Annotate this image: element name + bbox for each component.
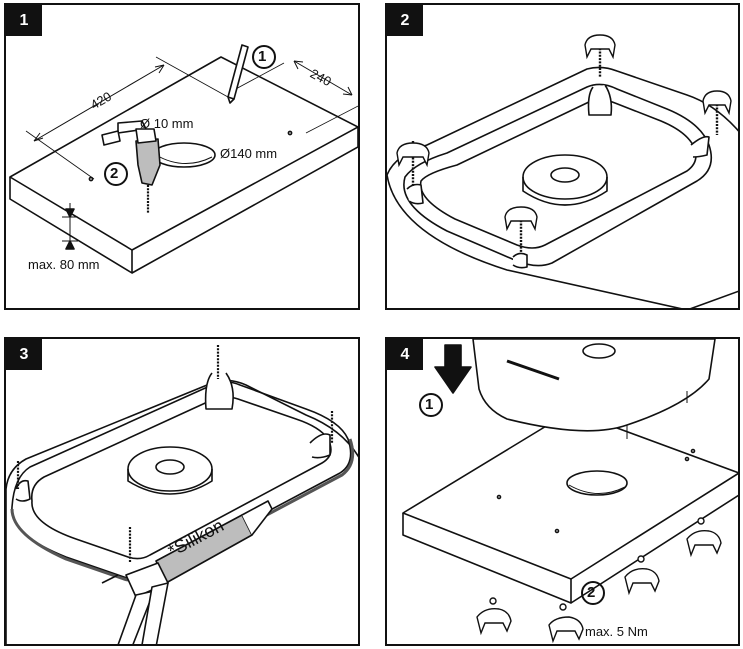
panel-number: 2 (387, 5, 423, 36)
mounting-lug (512, 252, 528, 269)
step-marker-2-text: 2 (587, 584, 596, 601)
mounting-clip (624, 555, 660, 596)
step-marker-1-text: 1 (258, 48, 267, 65)
panel-4: 4 (385, 337, 740, 646)
step-marker-1-text: 1 (425, 396, 434, 413)
step-marker-2-text: 2 (110, 165, 119, 182)
step-marker-2 (104, 162, 128, 186)
panel-3: 3 *Silikon (4, 337, 360, 646)
bolt-hole (690, 448, 696, 454)
large-hole (566, 470, 628, 496)
stud-bolt-with-clip (702, 90, 732, 135)
step-marker-1 (419, 393, 443, 417)
step-marker-2 (581, 581, 605, 605)
mounting-clip (548, 603, 584, 644)
mounting-lug (690, 135, 710, 158)
stud-bolt-with-clip (584, 34, 616, 77)
large-hole-label: Ø140 mm (220, 146, 278, 161)
sink-body (6, 379, 358, 644)
panel-number: 4 (387, 339, 423, 370)
mounting-lug (15, 479, 31, 502)
countertop-marking-illustration (9, 44, 358, 274)
countertop (9, 56, 358, 251)
panel-2: 2 (385, 3, 740, 310)
sink (472, 339, 716, 432)
drain-ring (127, 446, 213, 492)
sink-mounting-illustration (402, 339, 738, 644)
mounting-lug (587, 84, 613, 116)
max-thickness-label: max. 80 mm (28, 257, 100, 272)
silicone-gun (101, 500, 273, 644)
small-hole-label: Ø 10 mm (140, 116, 194, 131)
sink-underside-with-bolts-illustration (387, 34, 738, 308)
small-hole-marking (287, 130, 293, 136)
silicone-application-illustration (6, 345, 358, 644)
countertop-front-edge (402, 513, 572, 604)
panel-number: 3 (6, 339, 42, 370)
countertop-front-edge (9, 177, 133, 274)
dimension-line-width (293, 60, 353, 96)
sink-rim (403, 83, 713, 267)
bolt-hole (554, 528, 560, 534)
bolt-hole (496, 494, 502, 500)
drain-hole (155, 459, 185, 475)
stud-bolt-with-clip (396, 141, 430, 187)
panel-number: 1 (6, 5, 42, 36)
pencil (227, 44, 249, 100)
mounting-lug (309, 433, 331, 459)
drain-ring (522, 154, 608, 200)
stud-bolt-with-clip (504, 206, 538, 253)
countertop (402, 410, 738, 580)
mounting-clip (686, 517, 722, 558)
step-marker-1 (252, 45, 276, 69)
drill (101, 120, 161, 213)
down-arrow (434, 344, 472, 394)
small-hole-marking (88, 176, 94, 182)
drain-hole (550, 167, 580, 183)
mounting-lug (406, 183, 424, 205)
mounting-lug (204, 372, 234, 410)
mounting-clip (476, 597, 512, 636)
sink-drain (582, 343, 616, 359)
torque-label: max. 5 Nm (585, 624, 648, 639)
dimension-line-length (33, 64, 165, 142)
panel-1: 1 (4, 3, 360, 310)
bolt-hole (684, 456, 690, 462)
